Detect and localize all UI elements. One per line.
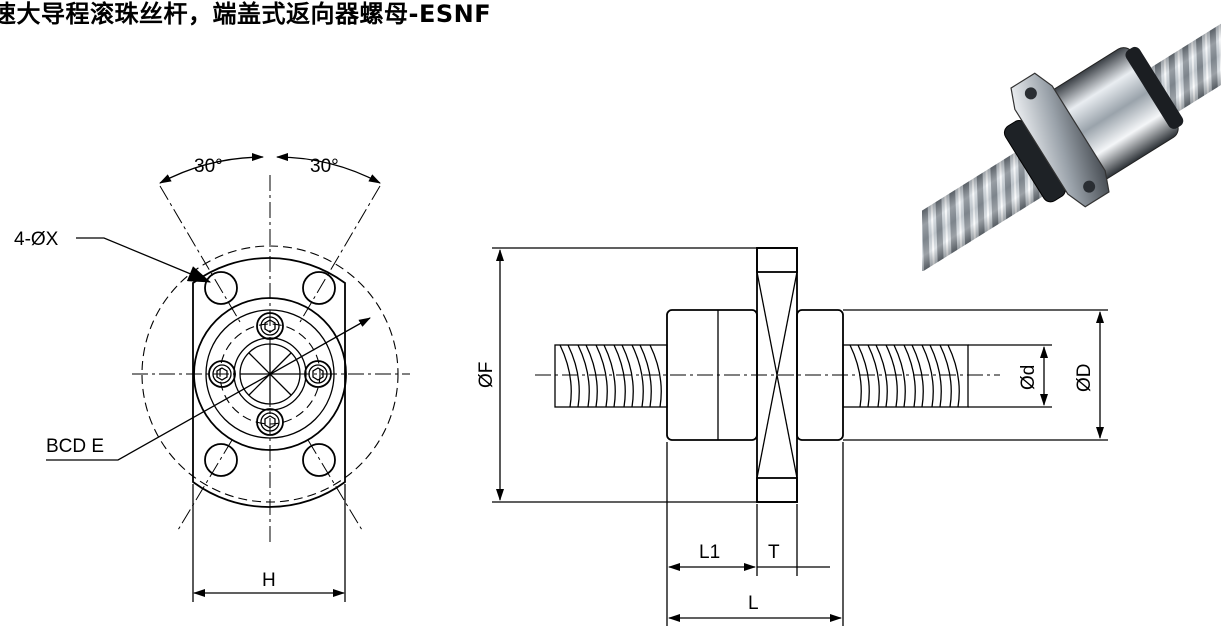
- hole-leader: [76, 237, 212, 283]
- angle-line-lower-left: [177, 439, 233, 531]
- ball-screw-nut-photo: [922, 0, 1221, 271]
- f-label: ØF: [476, 362, 497, 388]
- page-title: 速大导程滚珠丝杆，端盖式返向器螺母-ESNF: [0, 0, 492, 28]
- bcd-leader: [46, 317, 371, 461]
- small-d-label: Ød: [1018, 365, 1039, 390]
- l1-label: L1: [699, 542, 720, 563]
- angle-arc-right: [276, 153, 381, 184]
- t-label: T: [768, 542, 780, 563]
- mount-hole-br: [302, 443, 336, 477]
- l-label: L: [748, 593, 759, 614]
- h-label: H: [262, 570, 276, 591]
- screw-thread-left: [554, 344, 668, 408]
- front-view: 30° 30° 4-ØX BCD E H: [14, 153, 410, 602]
- mount-hole-tr: [302, 271, 336, 305]
- mount-hole-bl: [204, 443, 238, 477]
- mount-hole-tl: [204, 271, 238, 305]
- big-d-label: ØD: [1074, 364, 1095, 393]
- screw-thread-right: [842, 344, 969, 408]
- flange-outline: [192, 257, 346, 508]
- bcd-label: BCD E: [46, 436, 104, 457]
- hole-label: 4-ØX: [14, 229, 59, 250]
- angle-label-left: 30°: [194, 156, 223, 177]
- side-view: ØF ØD Ød L1 T L: [476, 247, 1108, 626]
- angle-label-right: 30°: [310, 156, 339, 177]
- angle-arc-left: [159, 153, 264, 184]
- angle-line-lower-right: [307, 439, 363, 531]
